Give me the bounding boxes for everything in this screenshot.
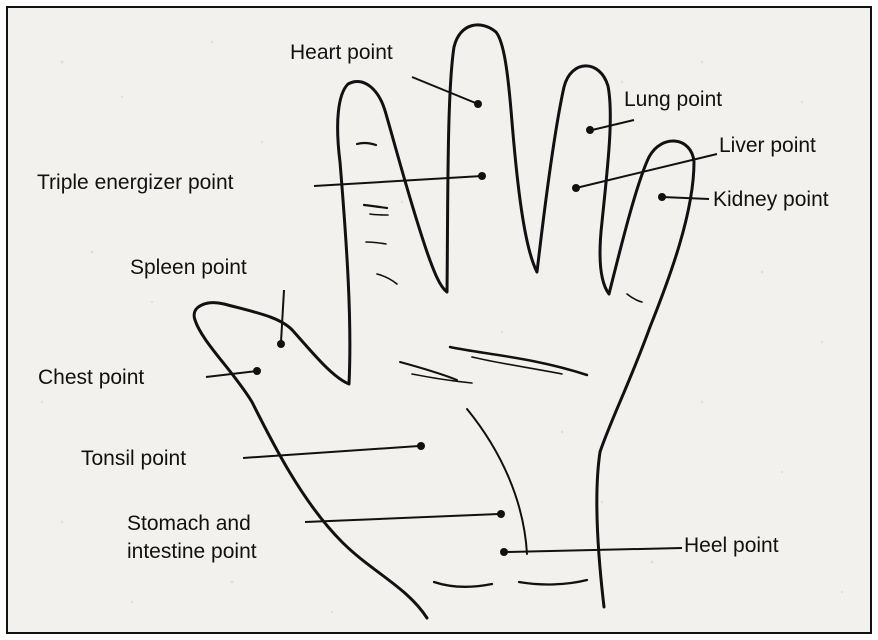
- diagram-frame: Heart point Lung point Liver point Kidne…: [6, 6, 872, 634]
- stomach-intestine-point-marker: [497, 510, 505, 518]
- stomach-intestine-label-line2: intestine point: [127, 540, 257, 564]
- kidney-point-label: Kidney point: [713, 188, 829, 212]
- hand-outline: [194, 25, 694, 618]
- liver-point-marker: [572, 184, 580, 192]
- point-markers: [253, 100, 666, 556]
- lung-point-marker: [586, 126, 594, 134]
- spleen-point-label: Spleen point: [130, 256, 247, 280]
- heel-point-label: Heel point: [684, 534, 779, 558]
- lung-point-label: Lung point: [624, 88, 722, 112]
- heel-point-marker: [500, 548, 508, 556]
- chest-point-marker: [253, 367, 261, 375]
- tonsil-point-label: Tonsil point: [81, 447, 186, 471]
- tonsil-point-marker: [417, 442, 425, 450]
- leader-lines: [206, 77, 717, 552]
- kidney-point-marker: [658, 193, 666, 201]
- heart-point-marker: [474, 100, 482, 108]
- triple-energizer-point-marker: [478, 172, 486, 180]
- spleen-point-marker: [277, 340, 285, 348]
- triple-energizer-point-label: Triple energizer point: [37, 171, 234, 195]
- liver-point-label: Liver point: [719, 134, 816, 158]
- palm-creases: [357, 143, 642, 587]
- stomach-intestine-label-line1: Stomach and: [127, 512, 251, 536]
- chest-point-label: Chest point: [38, 366, 144, 390]
- heart-point-label: Heart point: [290, 41, 393, 65]
